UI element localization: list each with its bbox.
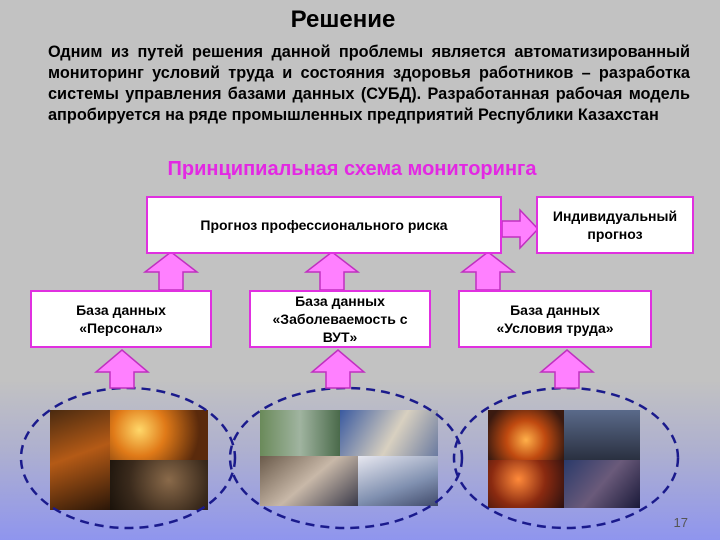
page-number: 17 xyxy=(673,515,688,530)
photo-production-line xyxy=(564,460,640,508)
up-arrow-photo-2 xyxy=(309,349,367,389)
db-morbidity-box: База данных «Заболеваемость с ВУТ» xyxy=(249,290,431,348)
intro-paragraph: Одним из путей решения данной проблемы я… xyxy=(48,43,690,124)
dashed-ellipse-1 xyxy=(19,386,237,530)
photo-blast-furnace xyxy=(488,460,564,508)
db-morbidity-line1: База данных xyxy=(295,293,385,309)
db-personnel-box: База данных «Персонал» xyxy=(30,290,212,348)
individual-forecast-line2: прогноз xyxy=(587,226,643,242)
diagram-title: Принципиальная схема мониторинга xyxy=(167,158,537,180)
up-arrow-photo-3 xyxy=(538,349,596,389)
db-morbidity-line2: «Заболеваемость с xyxy=(272,311,408,327)
photo-doctor-desk xyxy=(340,410,438,456)
medical-checkup-photo-collage xyxy=(260,410,438,506)
up-arrow-db-1 xyxy=(142,251,200,291)
photo-furnace-top xyxy=(110,410,208,460)
photo-patients xyxy=(260,456,358,506)
individual-forecast-box: Индивидуальный прогноз xyxy=(536,196,694,254)
photo-nurse xyxy=(358,456,438,506)
db-conditions-line2: «Условия труда» xyxy=(496,320,614,336)
db-personnel-line2: «Персонал» xyxy=(79,320,163,336)
db-morbidity-line3: ВУТ» xyxy=(322,329,358,345)
photo-clinic-corridor xyxy=(260,410,340,456)
photo-molten-metal xyxy=(488,410,564,460)
up-arrow-db-2 xyxy=(303,251,361,291)
foundry-workshop-photo-collage xyxy=(488,410,640,508)
dashed-ellipse-2 xyxy=(228,386,464,530)
db-personnel-line1: База данных xyxy=(76,302,166,318)
individual-forecast-line1: Индивидуальный xyxy=(552,208,678,224)
photo-steelworker-left xyxy=(50,410,110,510)
steelworkers-photo-collage xyxy=(50,410,208,510)
up-arrow-photo-1 xyxy=(93,349,151,389)
dashed-ellipse-3 xyxy=(452,386,680,530)
db-conditions-box: База данных «Условия труда» xyxy=(458,290,652,348)
slide-title: Решение xyxy=(290,6,396,33)
forecast-risk-label: Прогноз профессионального риска xyxy=(200,217,448,233)
right-arrow-individual xyxy=(501,208,540,250)
forecast-risk-box: Прогноз профессионального риска xyxy=(146,196,502,254)
up-arrow-db-3 xyxy=(459,251,517,291)
photo-worker-helmet xyxy=(110,460,208,510)
db-conditions-line1: База данных xyxy=(510,302,600,318)
photo-workshop-hall xyxy=(564,410,640,460)
